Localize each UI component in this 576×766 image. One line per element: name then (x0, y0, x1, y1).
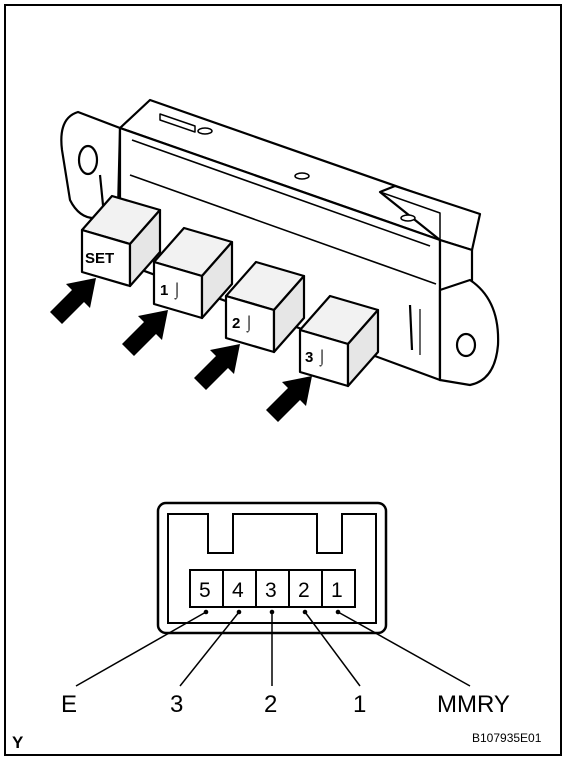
leader-lines (75, 611, 471, 687)
leader-dots (203, 609, 341, 615)
callout-label: 3 (170, 691, 183, 718)
right-mounting-ear (438, 278, 500, 387)
button-label-set: SET (85, 250, 114, 267)
button-set (80, 194, 162, 288)
pin-label: 1 (331, 579, 343, 602)
callout-label: E (61, 691, 77, 718)
button-label-3: 3 ⌡ (305, 349, 327, 367)
left-mounting-hole (77, 144, 99, 176)
press-arrow-icon (50, 278, 96, 324)
right-end-block (378, 184, 482, 252)
button-memory-2 (224, 260, 306, 354)
pin-label: 2 (298, 579, 310, 602)
figure-code: B107935E01 (472, 731, 542, 745)
top-slot (159, 113, 196, 133)
pin-label: 4 (232, 579, 244, 602)
callout-label: MMRY (437, 691, 510, 718)
callout-label: 2 (264, 691, 277, 718)
button-label-1: 1 ⌡ (160, 282, 182, 300)
pin-label: 3 (265, 579, 277, 602)
press-arrow-icon (122, 310, 168, 356)
press-arrow-icon (266, 376, 312, 422)
figure-border (4, 4, 562, 756)
button-memory-3 (298, 294, 380, 388)
pin-label: 5 (199, 579, 211, 602)
press-arrows (50, 278, 312, 422)
button-memory-1 (152, 226, 234, 320)
right-mounting-hole (455, 332, 477, 358)
callout-label: 1 (353, 691, 366, 718)
corner-mark: Y (12, 733, 24, 752)
press-arrow-icon (194, 344, 240, 390)
button-label-2: 2 ⌡ (232, 315, 254, 333)
